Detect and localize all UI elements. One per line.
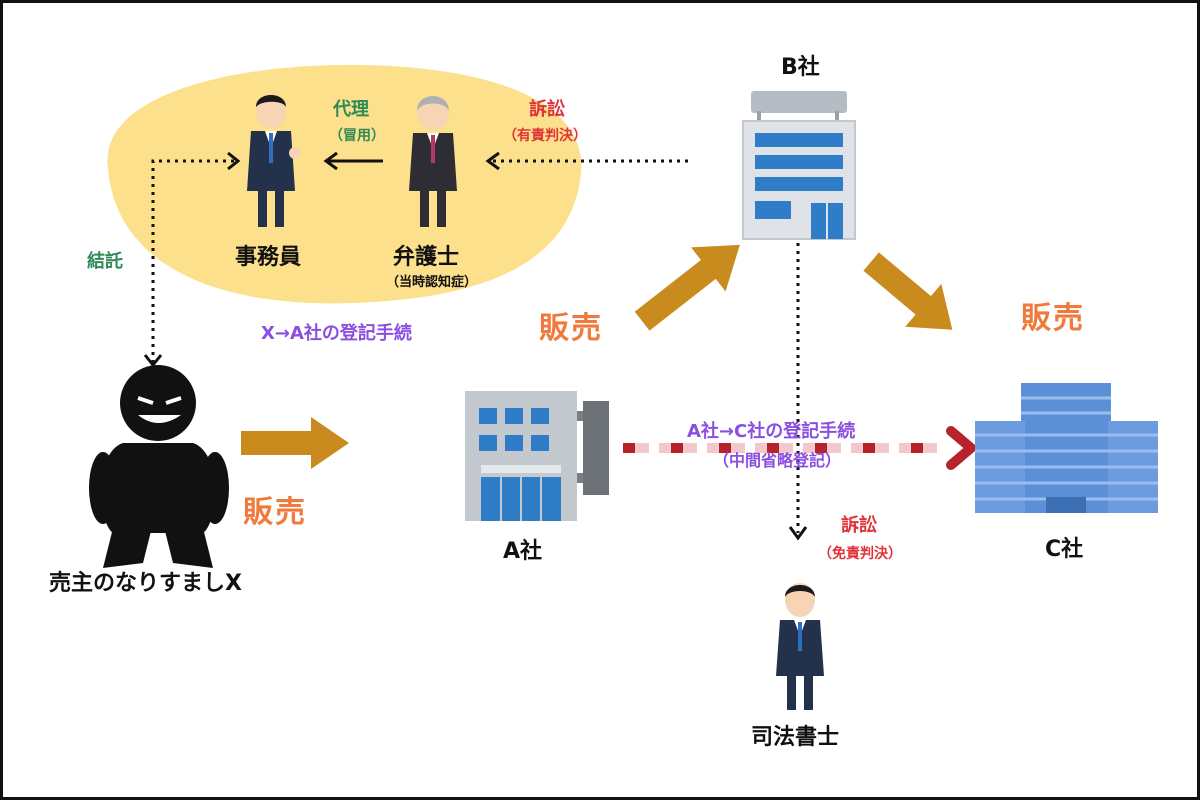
building-b-icon [742, 91, 856, 240]
lawsuit-top-label: 訴訟 [529, 99, 565, 120]
collusion-connector [151, 159, 235, 363]
a-to-c-registration-label: A社→C社の登記手続 [687, 421, 856, 442]
building-c-icon [975, 383, 1158, 513]
sell-label-b-to-c: 販売 [1021, 301, 1085, 336]
agency-note: （冒用） [329, 128, 385, 144]
company-b-label: B社 [781, 55, 820, 80]
diagram-art [89, 64, 1158, 710]
impostor-label: 売主のなりすましX [49, 571, 242, 596]
scrivener-person-icon [776, 583, 824, 710]
sell-arrow-b-to-c [863, 252, 953, 330]
lawyer-note: （当時認知症） [386, 275, 478, 290]
lawsuit-top-arrowhead [485, 151, 500, 171]
clerk-person-icon [247, 94, 301, 227]
clerk-label: 事務員 [235, 245, 302, 270]
sell-arrow-x-to-a [241, 417, 349, 469]
collusion-arrowhead-top [227, 151, 241, 171]
lawyer-person-icon [409, 96, 457, 227]
impostor-figure-icon [89, 365, 229, 568]
highlight-blob [107, 64, 582, 304]
company-c-label: C社 [1045, 537, 1084, 562]
lawsuit-bottom-arrowhead [788, 526, 808, 541]
building-a-icon [465, 391, 609, 521]
sell-arrow-a-to-b [634, 244, 740, 331]
scrivener-label: 司法書士 [751, 725, 840, 750]
lawyer-label: 弁護士 [393, 245, 460, 270]
lawsuit-top-note: （有責判決） [503, 128, 587, 144]
collusion-label: 結託 [87, 251, 123, 272]
company-a-label: A社 [503, 539, 543, 564]
registration-arrowhead [946, 426, 976, 470]
x-to-a-registration-label: X→A社の登記手続 [261, 323, 412, 344]
agency-arrowhead [323, 151, 338, 171]
collusion-arrowhead-bottom [143, 354, 163, 368]
sell-label-a-to-b: 販売 [539, 311, 603, 346]
sell-label-x-to-a: 販売 [243, 495, 307, 530]
lawsuit-bottom-label: 訴訟 [841, 515, 877, 536]
agency-label: 代理 [333, 99, 369, 120]
a-to-c-registration-note: （中間省略登記） [713, 451, 842, 470]
lawsuit-bottom-note: （免責判決） [818, 546, 902, 562]
